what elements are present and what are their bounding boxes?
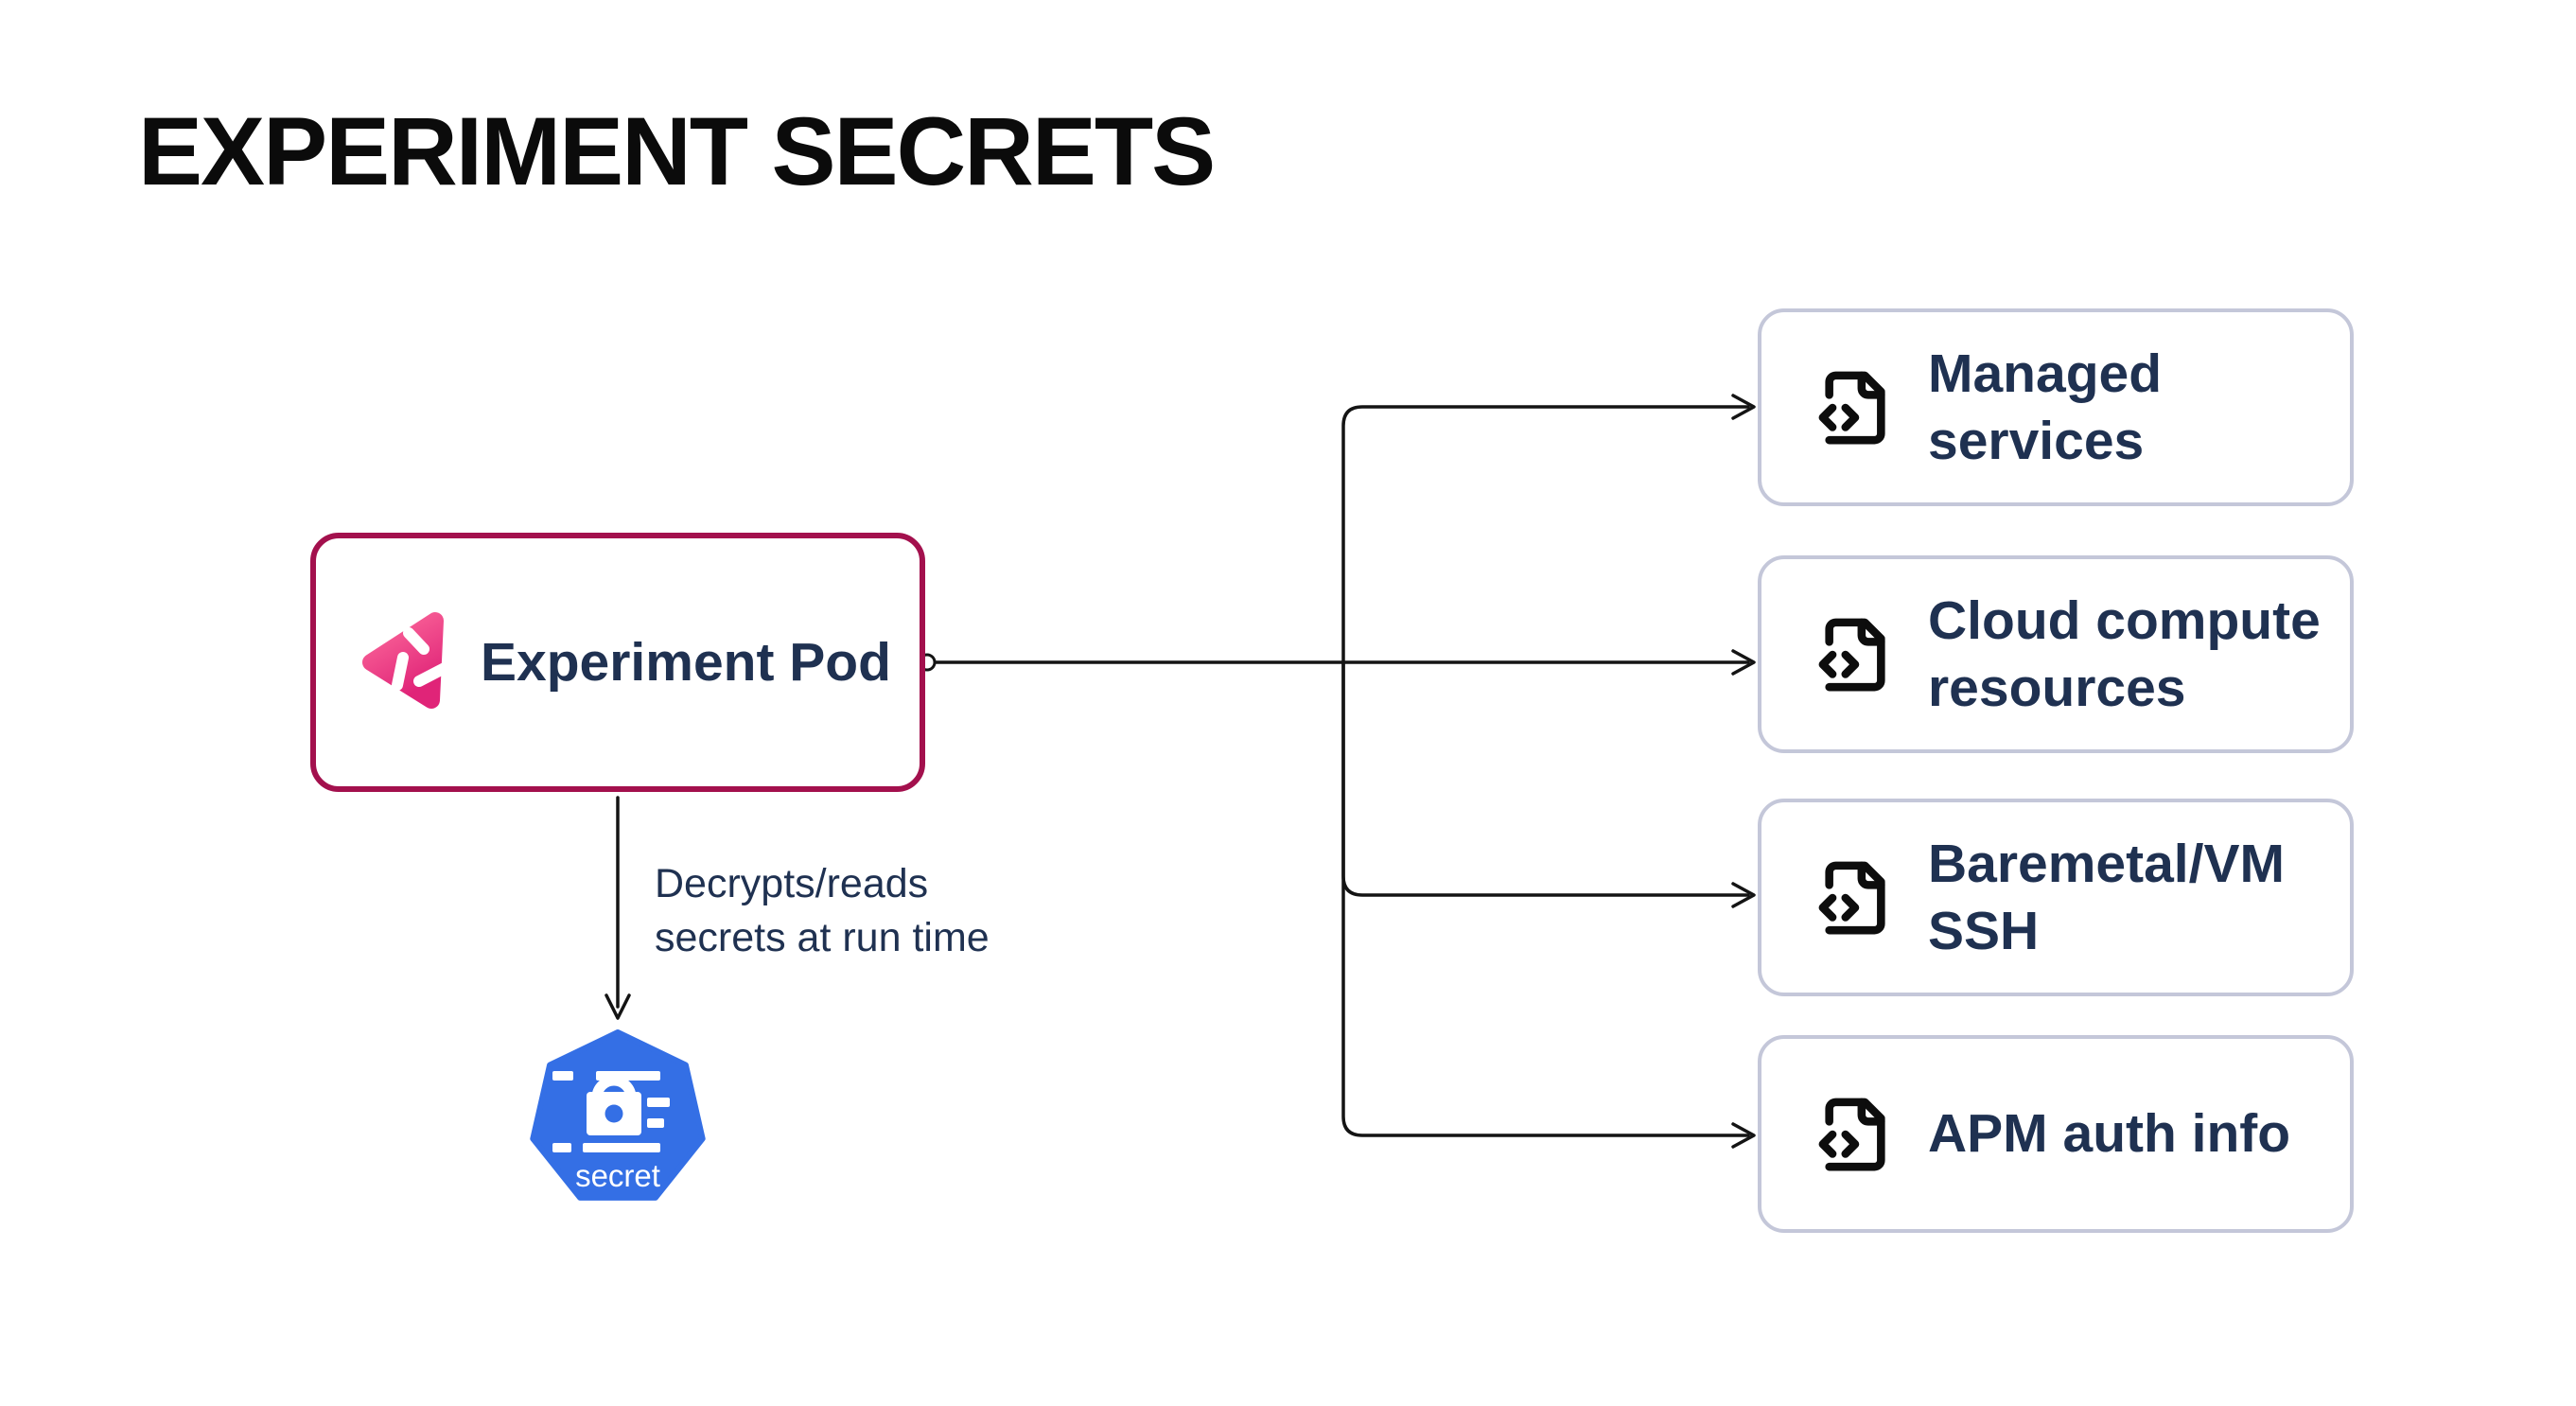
edge-pod-to-baremetal	[1341, 660, 1750, 897]
node-experiment-pod: Experiment Pod	[310, 533, 925, 792]
node-kubernetes-secret: secret	[528, 1029, 708, 1209]
node-apm-auth-info: APM auth info	[1758, 1035, 2354, 1233]
arrowhead-icon	[1731, 882, 1756, 908]
page-title: EXPERIMENT SECRETS	[138, 97, 1216, 205]
target-label: Baremetal/VM SSH	[1928, 833, 2285, 961]
file-code-icon	[1818, 1098, 1885, 1170]
arrowhead-icon	[1731, 649, 1756, 676]
node-baremetal-vm-ssh: Baremetal/VM SSH	[1758, 799, 2354, 996]
secret-label: secret	[575, 1158, 660, 1193]
file-code-icon	[1818, 861, 1885, 934]
edge-pod-to-managed-services	[1341, 405, 1750, 664]
file-code-icon	[1818, 618, 1885, 691]
arrowhead-icon	[1731, 394, 1756, 420]
edge-note: Decrypts/reads secrets at run time	[655, 861, 990, 960]
node-cloud-compute-resources: Cloud compute resources	[1758, 555, 2354, 753]
litmus-experiment-icon	[362, 612, 450, 709]
kubernetes-secret-icon: secret	[530, 1029, 706, 1201]
file-code-icon	[1818, 371, 1885, 444]
target-label: APM auth info	[1928, 1103, 2291, 1165]
arrowhead-icon	[1731, 1122, 1756, 1149]
target-label: Cloud compute resources	[1928, 589, 2321, 718]
edge-pod-to-apm	[1341, 660, 1750, 1137]
target-label: Managed services	[1928, 343, 2163, 471]
arrowhead-icon	[605, 993, 631, 1020]
node-managed-services: Managed services	[1758, 308, 2354, 506]
experiment-pod-label: Experiment Pod	[481, 632, 891, 693]
